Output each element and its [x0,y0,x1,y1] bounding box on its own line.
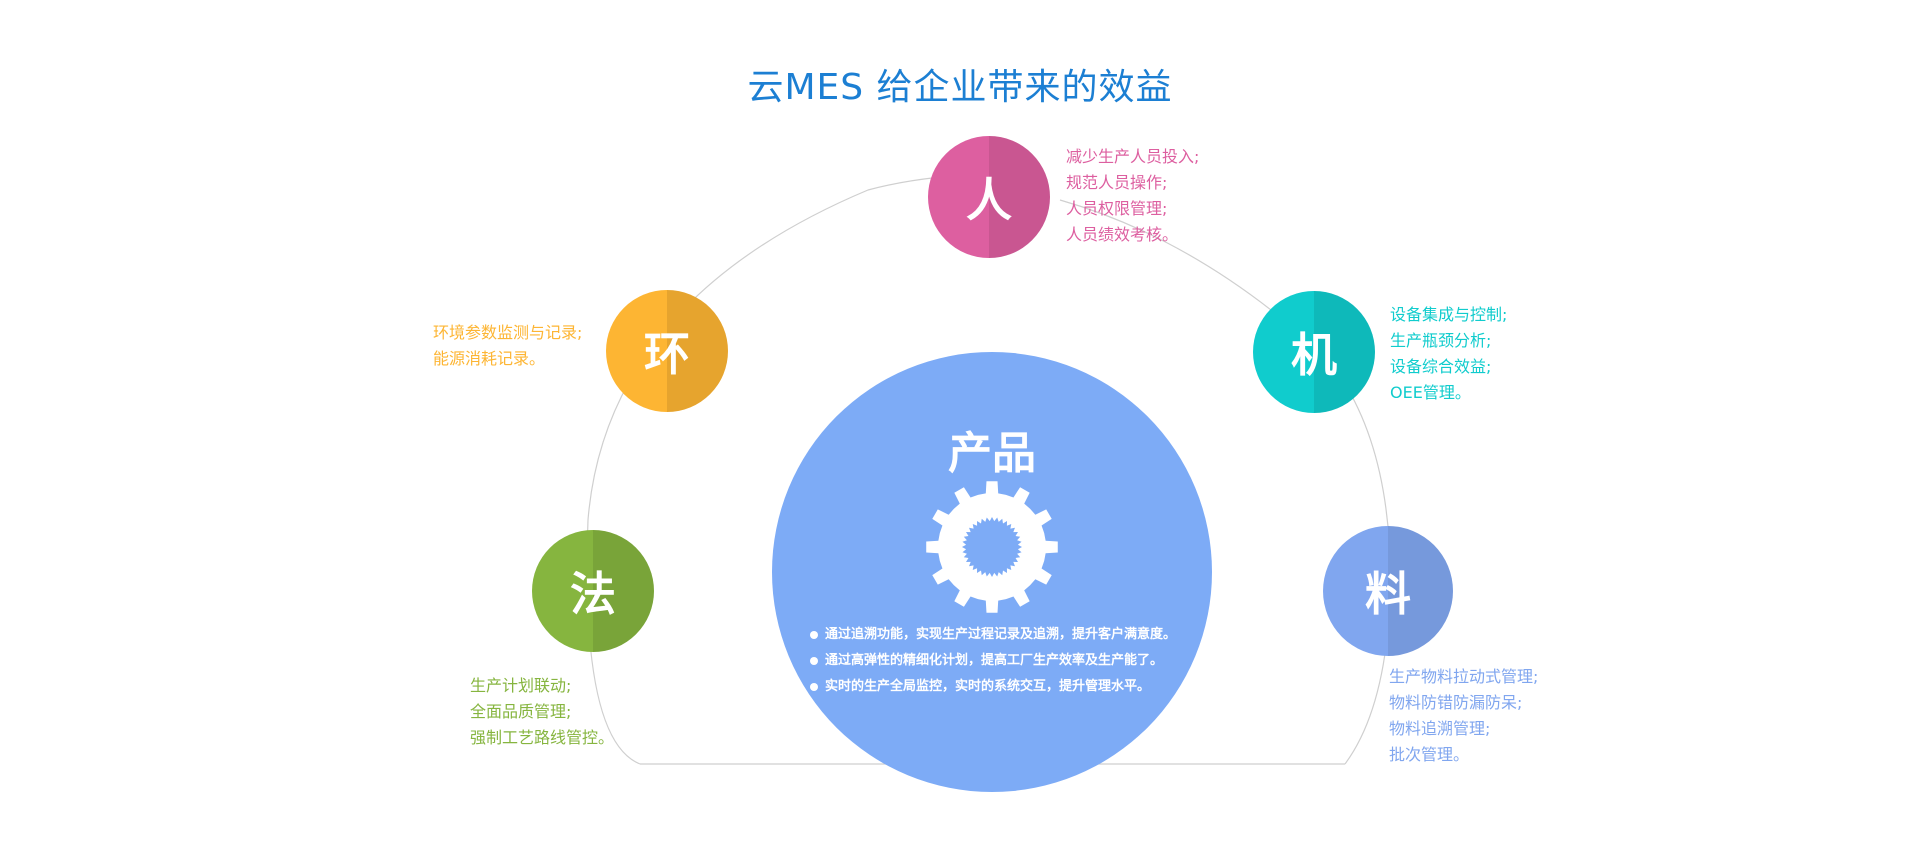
list-item: 减少生产人员投入; [1066,147,1200,166]
list-item: 实时的生产全局监控，实时的系统交互，提升管理水平。 [810,674,1200,700]
list-item: 生产物料拉动式管理; [1389,667,1539,686]
center-product-circle: 产品 通过追溯功能，实现生产过程记录及追溯，提升客户满意度。通过高弹性的精细化计… [772,352,1212,792]
gear-icon [922,477,1062,617]
node-ren: 人 [928,136,1050,258]
node-ji: 机 [1253,291,1375,413]
list-item: 生产瓶颈分析; [1390,331,1492,350]
node-fa-char: 法 [570,567,616,621]
node-ji-items: 设备集成与控制; 生产瓶颈分析; 设备综合效益; OEE管理。 [1390,302,1507,406]
node-liao: 料 [1323,526,1453,656]
list-item: 设备综合效益; [1390,357,1492,376]
list-item: 人员绩效考核。 [1066,225,1179,244]
list-item: 强制工艺路线管控。 [470,728,615,747]
center-title: 产品 [948,428,1036,479]
list-item: 批次管理。 [1389,745,1470,764]
node-shade [989,136,1050,258]
list-item: 环境参数监测与记录; [433,323,583,342]
node-shade [1314,291,1375,413]
list-item: 人员权限管理; [1066,199,1168,218]
list-item: 设备集成与控制; [1390,305,1508,324]
list-item: 通过追溯功能，实现生产过程记录及追溯，提升客户满意度。 [810,622,1200,648]
node-fa: 法 [532,530,654,652]
list-item: 全面品质管理; [470,702,572,721]
node-huan: 环 [606,290,728,412]
list-item: 物料防错防漏防呆; [1389,693,1523,712]
node-ji-char: 机 [1291,328,1337,382]
node-fa-items: 生产计划联动; 全面品质管理; 强制工艺路线管控。 [470,673,614,751]
list-item: 通过高弹性的精细化计划，提高工厂生产效率及生产能了。 [810,648,1200,674]
list-item: 能源消耗记录。 [433,349,546,368]
list-item: 规范人员操作; [1066,173,1168,192]
node-liao-items: 生产物料拉动式管理; 物料防错防漏防呆; 物料追溯管理; 批次管理。 [1389,664,1538,768]
node-shade [1388,526,1453,656]
center-benefits-list: 通过追溯功能，实现生产过程记录及追溯，提升客户满意度。通过高弹性的精细化计划，提… [810,622,1200,700]
list-item: 生产计划联动; [470,676,572,695]
node-huan-char: 环 [644,327,690,381]
node-shade [593,530,654,652]
node-ren-items: 减少生产人员投入; 规范人员操作; 人员权限管理; 人员绩效考核。 [1066,144,1199,248]
list-item: 物料追溯管理; [1389,719,1491,738]
node-liao-char: 料 [1365,567,1411,621]
node-shade [667,290,728,412]
list-item: OEE管理。 [1390,383,1471,402]
node-huan-items: 环境参数监测与记录; 能源消耗记录。 [433,320,582,372]
node-ren-char: 人 [966,173,1012,227]
page-title: 云MES 给企业带来的效益 [747,67,1173,108]
